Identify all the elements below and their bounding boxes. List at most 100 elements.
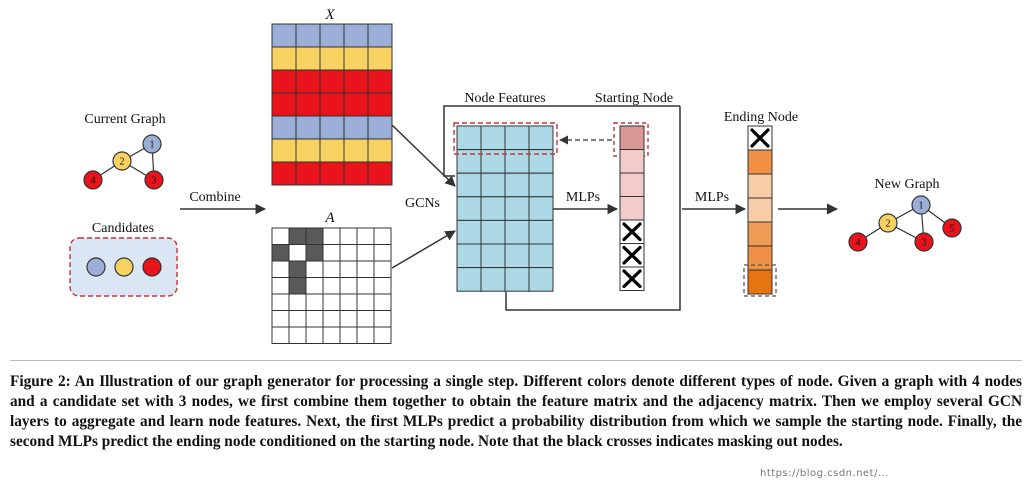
node-features-label: Node Features [464,91,545,106]
x-matrix-cell [319,115,345,140]
a-matrix-cell [271,277,290,295]
a-matrix-cell [339,310,358,328]
node-feature-cell [456,267,482,292]
a-matrix-cell [271,293,290,311]
ending-node-cell [747,173,773,199]
a-matrix-cell [373,277,392,295]
new-graph-label: New Graph [875,177,940,192]
candidate-node [142,257,162,277]
x-matrix-cell [271,161,297,186]
a-matrix-cell [339,227,358,245]
x-matrix-cell [295,69,321,94]
a-matrix-cell [322,244,341,262]
x-matrix-cell [343,161,369,186]
a-matrix-cell [356,244,375,262]
candidate-node [114,257,134,277]
a-matrix-cell [322,310,341,328]
a-matrix-cell [271,310,290,328]
node-feature-matrix [456,125,554,292]
a-matrix-cell [288,293,307,311]
x-matrix-cell [271,92,297,117]
graph-node-5: 5 [942,218,962,238]
x-matrix-cell [295,138,321,163]
a-matrix-cell [271,260,290,278]
a-matrix-cell [305,260,324,278]
svg-text:2: 2 [886,219,891,230]
a-matrix-cell [356,260,375,278]
node-feature-cell [504,267,530,292]
node-feature-cell [504,219,530,245]
x-matrix-cell [343,115,369,140]
node-feature-cell [528,196,554,221]
current-graph-label: Current Graph [84,112,165,127]
starting-node-cell [619,219,645,244]
x-matrix-cell [271,138,297,163]
a-matrix-cell [339,277,358,295]
node-feature-cell [456,243,482,269]
graph-node-1: 1 [911,195,931,215]
x-matrix-cell [367,115,393,140]
x-matrix-label: X [324,7,335,23]
starting-node-label: Starting Node [595,91,673,106]
a-matrix-cell [373,326,392,344]
node-feature-cell [504,149,530,174]
node-feature-cell [480,149,506,174]
a-matrix-cell [339,293,358,311]
node-feature-cell [504,243,530,269]
a-matrix-cell [356,293,375,311]
feature-matrix-x [271,23,393,186]
x-matrix-cell [271,69,297,94]
x-matrix-cell [319,92,345,117]
a-matrix-label: A [324,210,335,226]
candidate-nodes [86,257,162,277]
ending-node-column [747,125,773,295]
a-matrix-cell [339,244,358,262]
x-matrix-cell [319,138,345,163]
x-matrix-cell [367,138,393,163]
mlps-label-1: MLPs [566,190,600,205]
node-feature-cell [528,172,554,198]
x-matrix-cell [295,46,321,71]
svg-text:5: 5 [950,224,955,235]
node-feature-cell [528,125,554,151]
x-matrix-cell [367,161,393,186]
selected-node-feature-box [453,122,558,155]
x-matrix-cell [295,115,321,140]
a-matrix-cell [305,277,324,295]
graph-node-4: 4 [83,170,103,190]
a-matrix-cell [373,244,392,262]
a-matrix-cell [305,310,324,328]
node-feature-cell [504,125,530,151]
mlps-label-2: MLPs [695,190,729,205]
starting-node-cell [619,243,645,268]
starting-node-column [619,125,645,291]
caption-separator [10,360,1022,361]
ending-node-cell [747,269,773,295]
x-to-gcn-arrow [391,124,456,187]
svg-text:4: 4 [856,238,861,249]
node-feature-cell [528,149,554,174]
node-feature-cell [528,243,554,269]
graph-node-4: 4 [848,232,868,252]
node-feature-cell [456,149,482,174]
x-matrix-cell [271,23,297,48]
a-matrix-cell [322,277,341,295]
a-matrix-cell [271,227,290,245]
a-matrix-cell [288,244,307,262]
svg-text:4: 4 [91,176,96,187]
ending-node-cell [747,221,773,247]
a-matrix-cell [271,326,290,344]
node-feature-cell [480,172,506,198]
svg-text:2: 2 [120,157,125,168]
svg-text:1: 1 [150,140,155,151]
x-matrix-cell [271,115,297,140]
starting-node-cell [619,125,645,150]
node-feature-cell [504,172,530,198]
x-matrix-cell [367,46,393,71]
selected-ending-node-box [743,264,777,297]
a-matrix-cell [288,326,307,344]
watermark: https://blog.csdn.net/... [760,468,890,479]
